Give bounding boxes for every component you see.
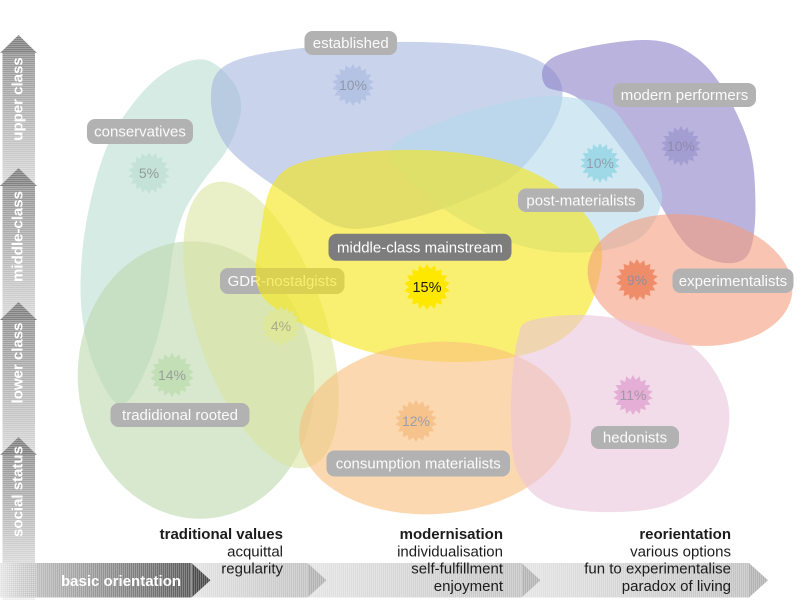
svg-text:9%: 9% <box>627 272 647 288</box>
svg-text:basic orientation: basic orientation <box>61 573 181 590</box>
svg-text:middle-class: middle-class <box>10 191 27 282</box>
svg-text:tradidional rooted: tradidional rooted <box>122 407 238 424</box>
svg-text:consumption materialists: consumption materialists <box>336 456 501 473</box>
svg-text:paradox of living: paradox of living <box>622 578 731 595</box>
svg-text:various options: various options <box>630 543 731 560</box>
svg-text:modernisation: modernisation <box>400 526 503 543</box>
svg-text:regularity: regularity <box>221 561 283 578</box>
svg-text:12%: 12% <box>402 413 430 429</box>
svg-text:hedonists: hedonists <box>603 430 667 447</box>
svg-text:lower class: lower class <box>10 323 27 404</box>
svg-text:10%: 10% <box>586 155 614 171</box>
svg-text:14%: 14% <box>158 367 186 383</box>
svg-text:upper class: upper class <box>10 57 27 140</box>
svg-text:middle-class mainstream: middle-class mainstream <box>337 240 503 257</box>
svg-text:10%: 10% <box>667 138 695 154</box>
svg-text:social status: social status <box>10 446 27 537</box>
svg-text:5%: 5% <box>139 165 159 181</box>
svg-text:15%: 15% <box>412 280 441 296</box>
svg-text:established: established <box>313 35 389 52</box>
svg-text:reorientation: reorientation <box>639 526 731 543</box>
svg-text:conservatives: conservatives <box>94 124 186 141</box>
svg-text:experimentalists: experimentalists <box>679 273 787 290</box>
svg-text:acquittal: acquittal <box>227 543 283 560</box>
svg-text:11%: 11% <box>620 387 647 403</box>
svg-text:traditional values: traditional values <box>160 526 283 543</box>
svg-text:individualisation: individualisation <box>397 543 503 560</box>
svg-text:post-materialists: post-materialists <box>526 192 635 209</box>
svg-text:10%: 10% <box>339 77 367 93</box>
svg-text:self-fulfillment: self-fulfillment <box>411 561 504 578</box>
svg-text:4%: 4% <box>271 318 291 334</box>
svg-text:enjoyment: enjoyment <box>434 578 504 595</box>
svg-text:fun to experimentalise: fun to experimentalise <box>584 561 731 578</box>
svg-text:modern performers: modern performers <box>621 87 749 104</box>
